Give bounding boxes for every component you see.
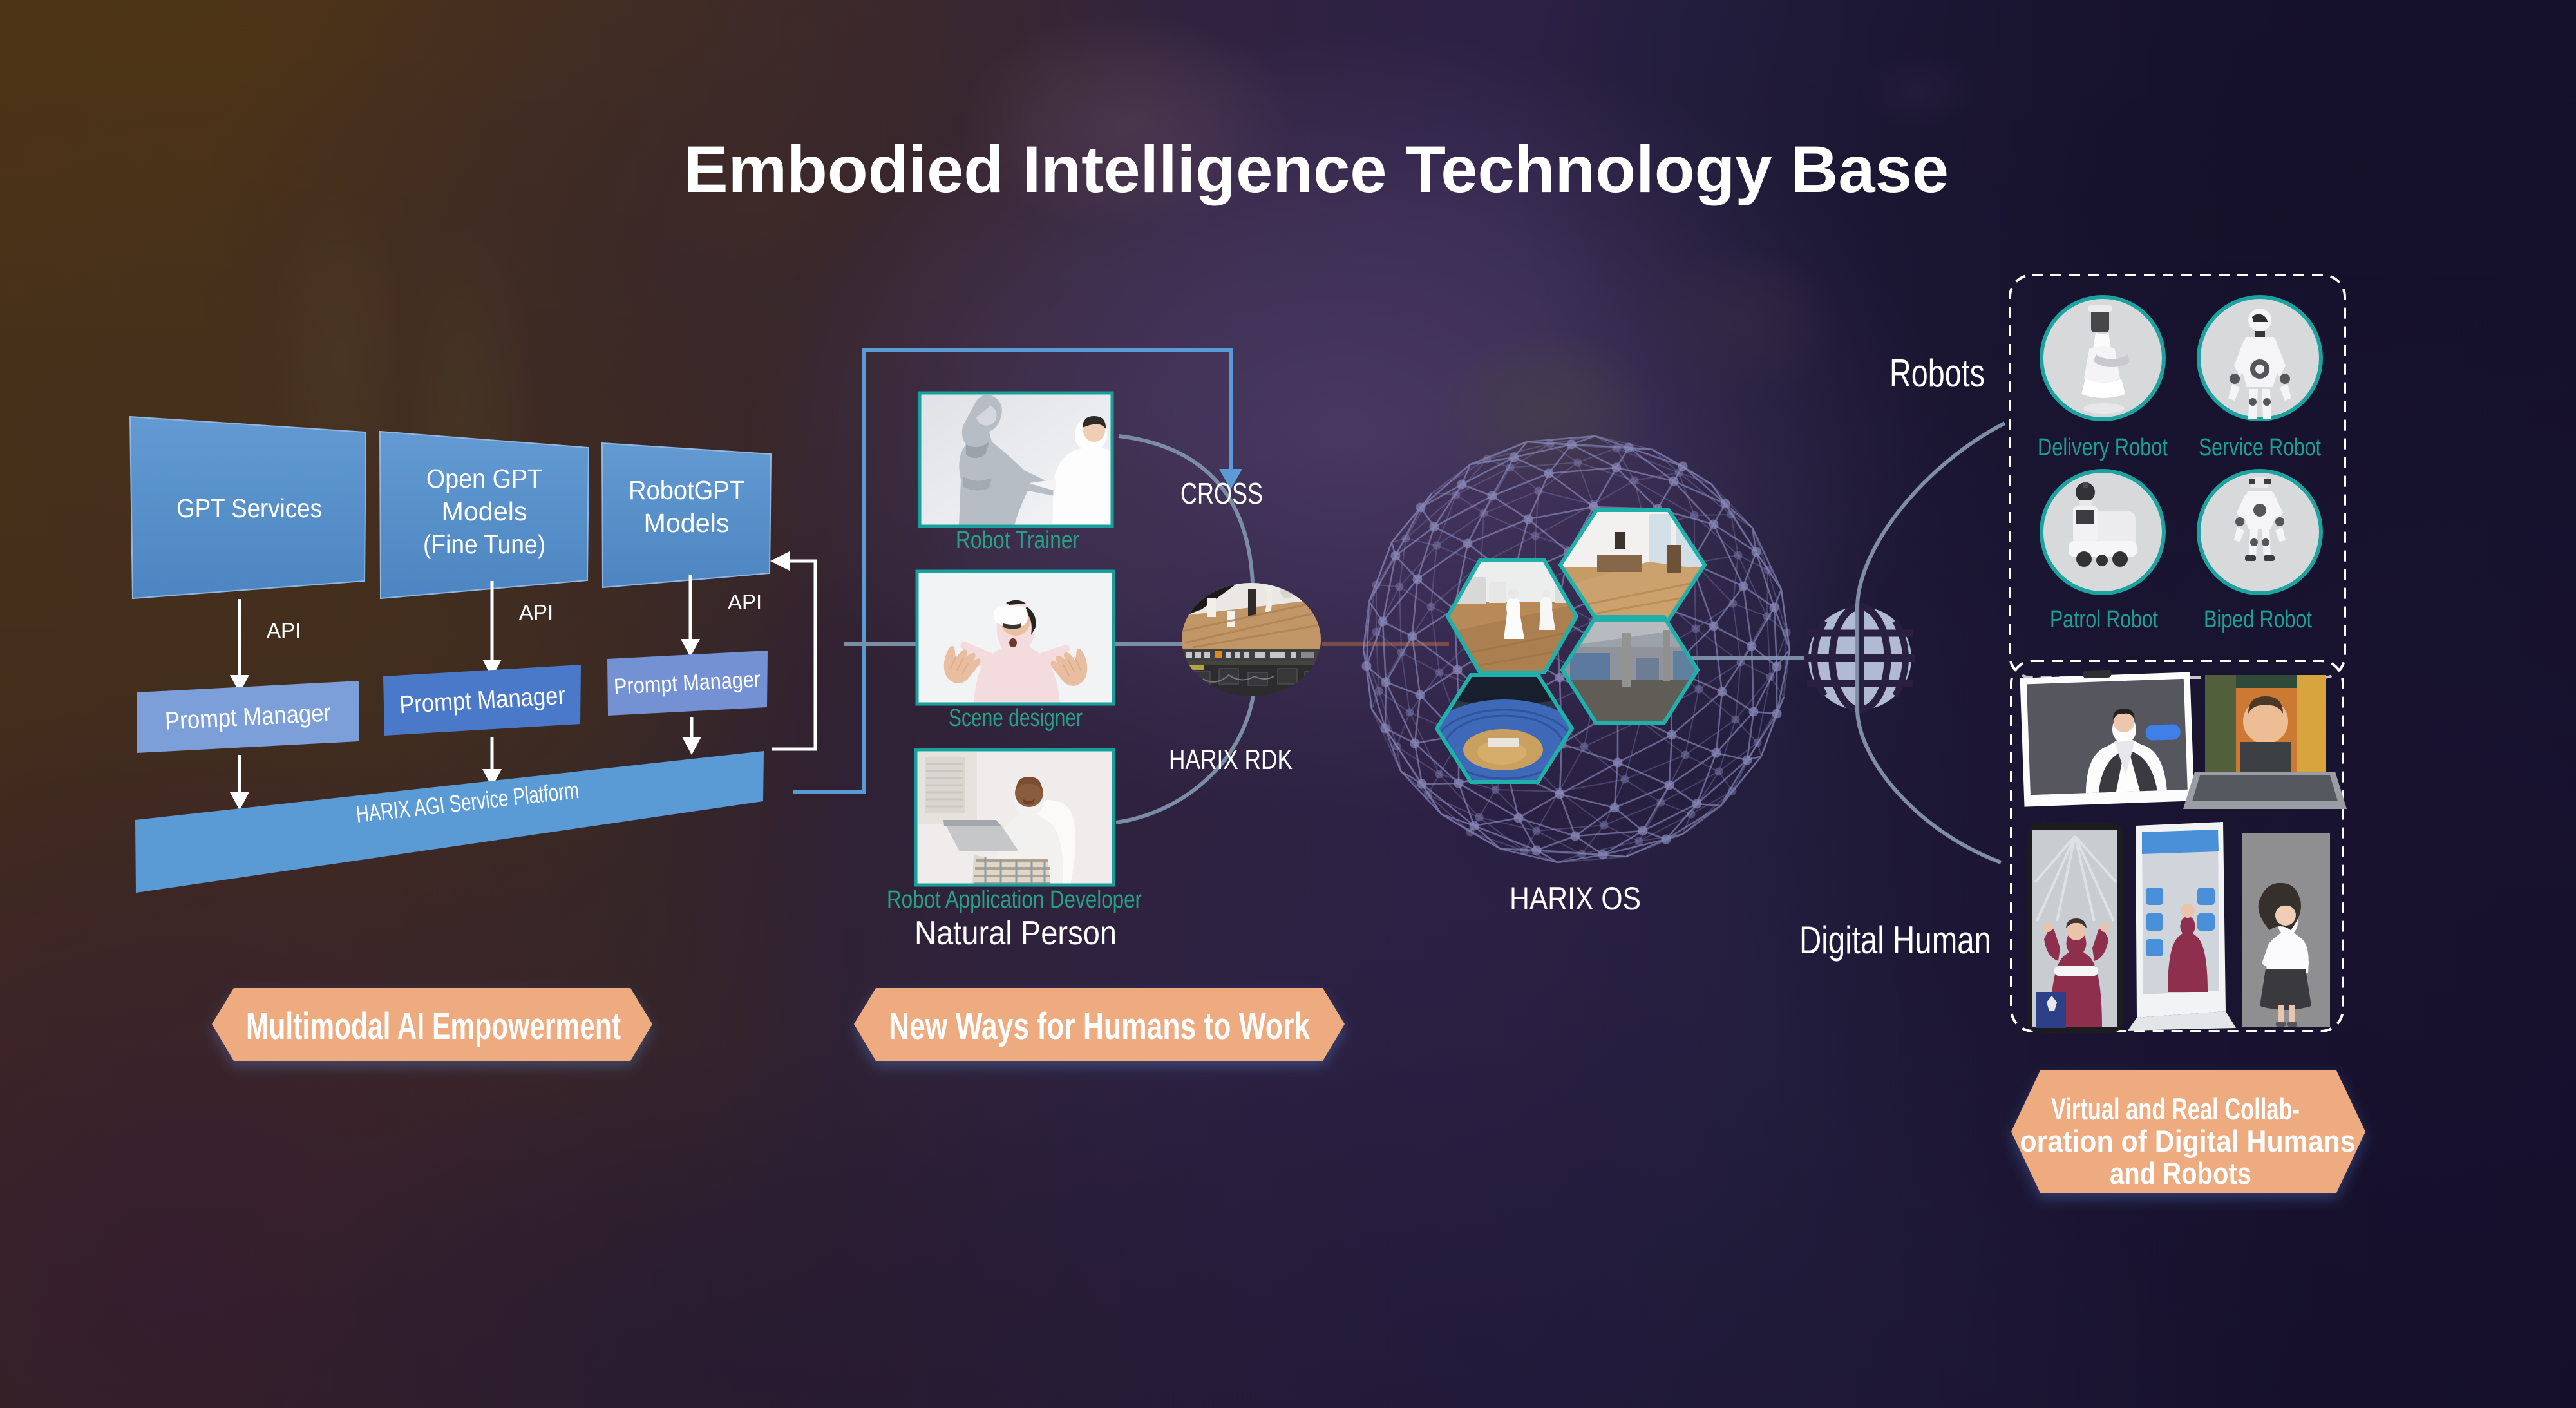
svg-text:and Robots: and Robots	[2110, 1156, 2251, 1190]
svg-text:(Fine Tune): (Fine Tune)	[423, 529, 545, 559]
svg-text:oration of Digital Humans: oration of Digital Humans	[2020, 1124, 2356, 1158]
svg-text:API: API	[519, 600, 553, 624]
svg-text:New Ways for Humans to Work: New Ways for Humans to Work	[889, 1005, 1311, 1047]
svg-text:Scene designer: Scene designer	[949, 705, 1083, 732]
svg-text:Models: Models	[442, 497, 527, 526]
svg-text:GPT Services: GPT Services	[176, 493, 322, 523]
svg-text:API: API	[267, 618, 301, 642]
svg-text:Service Robot: Service Robot	[2199, 434, 2321, 461]
svg-text:Virtual and Real Collab-: Virtual and Real Collab-	[2051, 1092, 2300, 1126]
svg-text:Delivery Robot: Delivery Robot	[2038, 434, 2168, 461]
svg-text:Robot Trainer: Robot Trainer	[956, 527, 1079, 554]
svg-text:Patrol Robot: Patrol Robot	[2050, 606, 2158, 633]
svg-text:Open GPT: Open GPT	[426, 464, 542, 493]
svg-text:Biped Robot: Biped Robot	[2204, 606, 2312, 633]
svg-text:HARIX OS: HARIX OS	[1510, 880, 1641, 917]
svg-text:CROSS: CROSS	[1180, 477, 1263, 510]
svg-text:API: API	[728, 590, 762, 614]
svg-text:RobotGPT: RobotGPT	[629, 475, 744, 505]
svg-text:Multimodal AI Empowerment: Multimodal AI Empowerment	[246, 1005, 621, 1047]
svg-text:Robot Application Developer: Robot Application Developer	[887, 886, 1142, 913]
svg-text:Models: Models	[644, 508, 730, 538]
svg-text:Digital Human: Digital Human	[1799, 918, 1991, 962]
svg-text:Natural Person: Natural Person	[914, 915, 1117, 952]
svg-text:Embodied Intelligence Technolo: Embodied Intelligence Technology Base	[684, 133, 1949, 206]
svg-text:HARIX RDK: HARIX RDK	[1169, 744, 1293, 775]
svg-text:Robots: Robots	[1889, 352, 1985, 395]
